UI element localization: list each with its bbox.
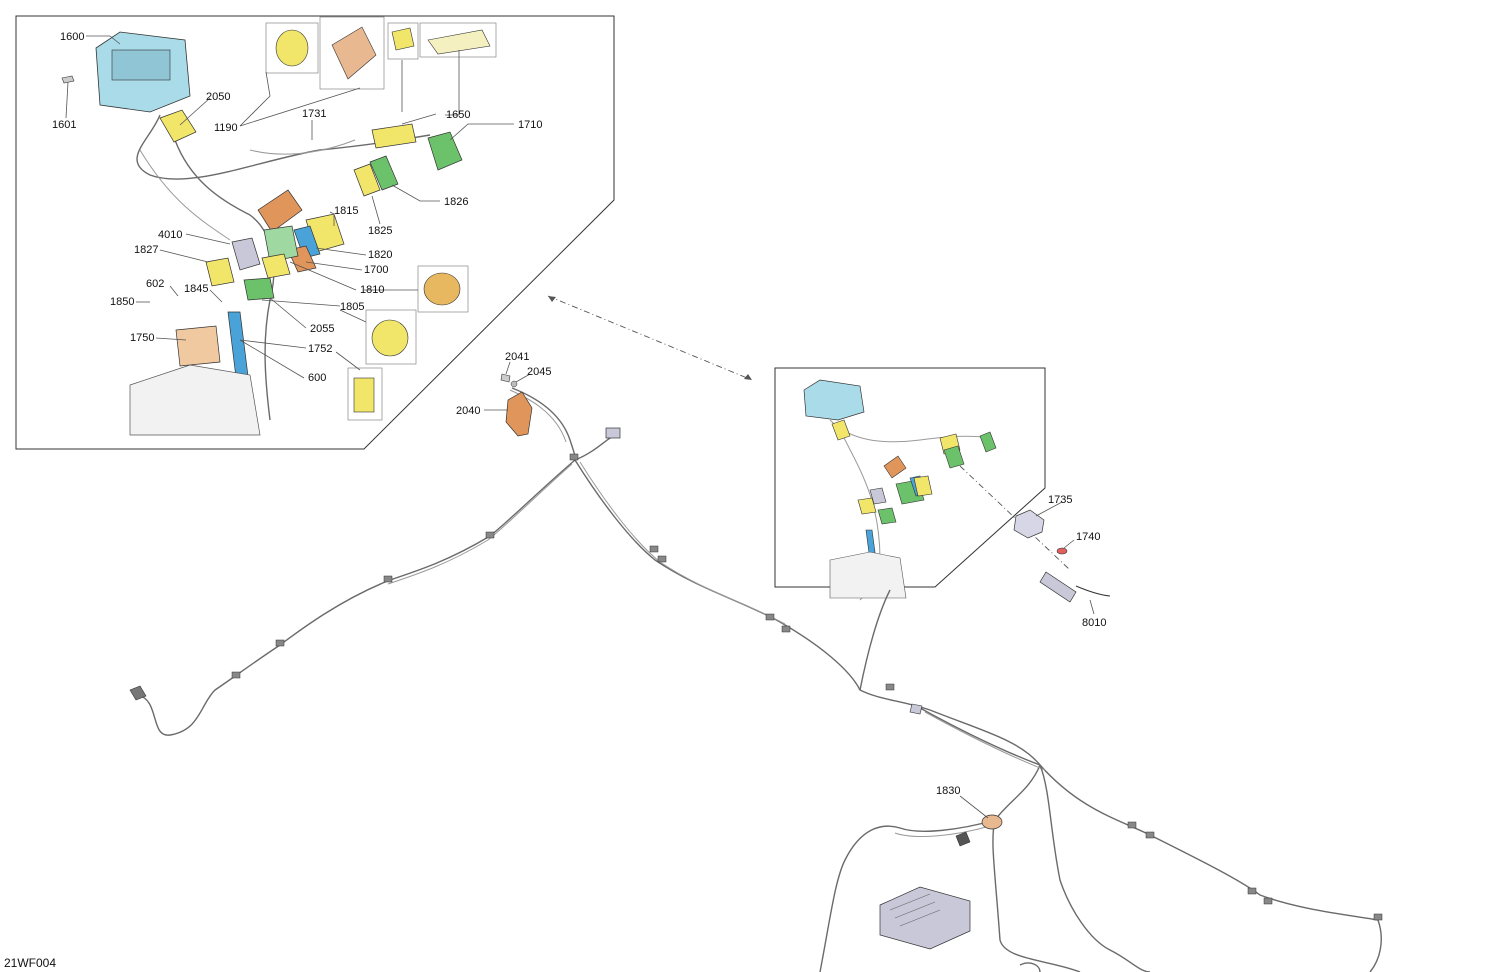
label-2050: 2050 (206, 91, 230, 103)
reference-arrow (547, 295, 753, 381)
washer-2045 (510, 380, 518, 388)
connector-2055 (243, 277, 275, 301)
bracket-2040-group (484, 361, 989, 819)
display-cluster (95, 31, 191, 113)
label-1710: 1710 (518, 119, 542, 131)
label-2055: 2055 (310, 323, 334, 335)
thumb-1810 (417, 265, 469, 313)
diagram-code: 21WF004 (4, 956, 56, 970)
bracket-2040 (505, 391, 533, 437)
connector-1710 (427, 131, 463, 171)
label-1601: 1601 (52, 119, 76, 131)
label-1700: 1700 (364, 264, 388, 276)
thumb-1752 (347, 367, 383, 421)
main-harness (129, 387, 1383, 972)
label-8010: 8010 (1082, 617, 1106, 629)
connector-1190 (257, 189, 303, 233)
mini-display (803, 379, 865, 421)
connector-1825 (353, 163, 381, 197)
key-switch-group (1013, 501, 1111, 615)
label-2045: 2045 (527, 366, 551, 378)
voltage-regulator (879, 886, 971, 950)
label-4010: 4010 (158, 229, 182, 241)
label-2041: 2041 (505, 351, 529, 363)
connector-top (605, 427, 621, 439)
mini-engine (829, 551, 907, 599)
inset-labels: 1600 1601 2050 1190 1731 1650 1710 1826 … (52, 31, 542, 384)
connector-1750 (175, 325, 221, 367)
ignition-switch-1735 (1013, 509, 1045, 539)
label-1850: 1850 (110, 296, 134, 308)
label-1815: 1815 (334, 205, 358, 217)
connector-branch (909, 703, 923, 715)
key-switch-axis (959, 465, 1071, 571)
label-1735: 1735 (1048, 494, 1072, 506)
connector-2050 (159, 109, 197, 143)
label-1600: 1600 (60, 31, 84, 43)
connector-1830-near (955, 831, 971, 847)
thumb-1805 (365, 309, 417, 365)
arrow-head-end (744, 374, 752, 380)
thumb-1190 (319, 16, 385, 90)
grommet-1830 (981, 814, 1003, 830)
connector-relay-green (263, 225, 299, 263)
thumb-1731 (419, 22, 497, 58)
label-1810: 1810 (360, 284, 384, 296)
connector-1810 (261, 253, 291, 279)
label-1731: 1731 (302, 108, 326, 120)
thumb-2050 (265, 22, 319, 74)
connector-left-end (129, 685, 147, 701)
label-1805: 1805 (340, 301, 364, 313)
connector-1827 (205, 257, 235, 287)
connector-1650 (371, 123, 417, 149)
harness-clips (231, 453, 1383, 921)
label-2040: 2040 (456, 405, 480, 417)
screw-2041 (500, 373, 511, 383)
thumb-1650 (387, 22, 419, 60)
key-8010 (1039, 571, 1077, 603)
connector-4010 (231, 237, 261, 271)
label-602: 602 (146, 278, 164, 290)
label-1740: 1740 (1076, 531, 1100, 543)
label-1820: 1820 (368, 249, 392, 261)
engine-block (129, 364, 261, 436)
label-1827: 1827 (134, 244, 158, 256)
screw-1601 (61, 75, 75, 84)
label-600: 600 (308, 372, 326, 384)
detail-inset (15, 15, 615, 450)
label-1752: 1752 (308, 343, 332, 355)
connector-1826 (369, 155, 399, 191)
label-1830: 1830 (936, 785, 960, 797)
arrow-head-start (548, 296, 556, 302)
label-1190: 1190 (214, 122, 238, 134)
label-1826: 1826 (444, 196, 468, 208)
overview-inset (774, 367, 1046, 601)
label-1825: 1825 (368, 225, 392, 237)
label-1845: 1845 (184, 283, 208, 295)
label-1650: 1650 (446, 109, 470, 121)
seal-1740 (1056, 547, 1068, 555)
label-1750: 1750 (130, 332, 154, 344)
